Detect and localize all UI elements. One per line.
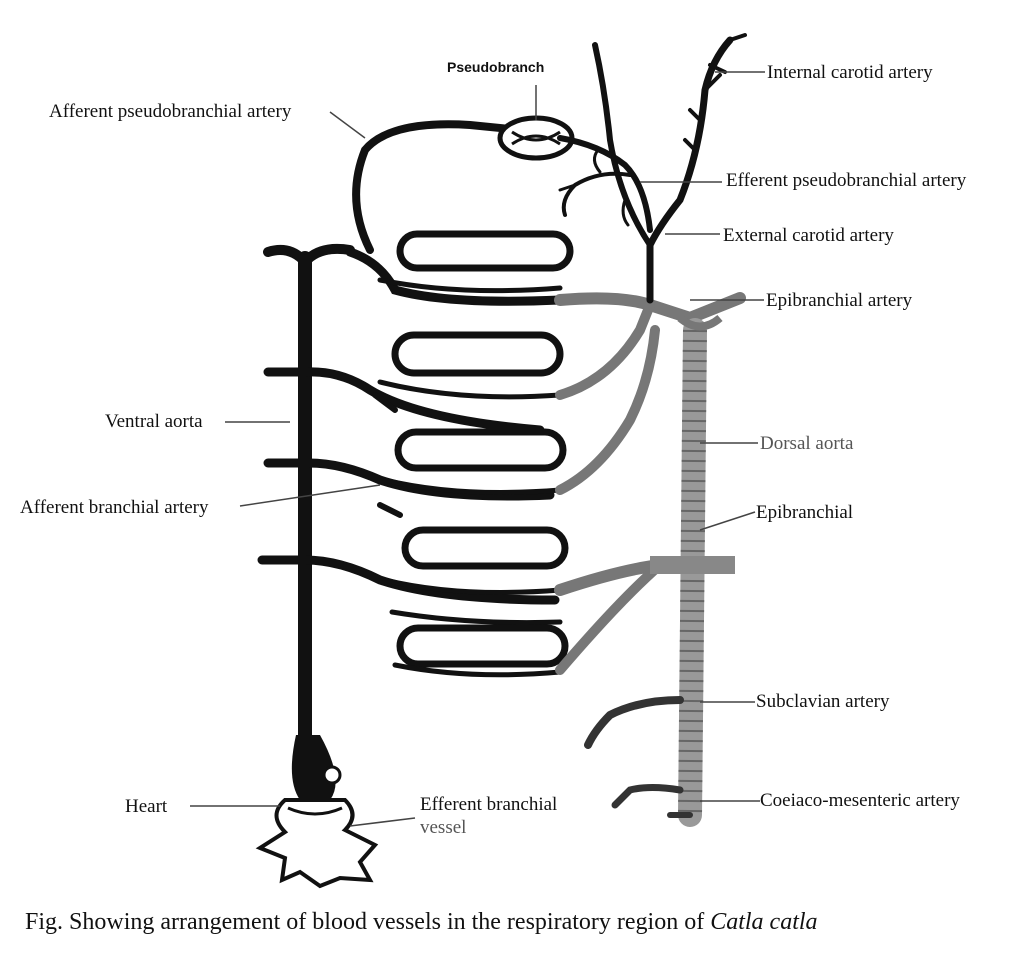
figure-caption: Fig. Showing arrangement of blood vessel… [25,910,818,934]
ventral-aorta-bulb [291,735,336,800]
dorsal-aorta [650,314,735,827]
leader-lines [190,71,765,827]
posterior-branches [584,696,693,818]
label-ventral-aorta: Ventral aorta [105,411,203,432]
heart-shape [255,765,379,889]
label-efferent-branchial-vessel-line2: vessel [420,817,467,838]
efferent-branchial-vessels [554,292,746,675]
label-pseudobranch: Pseudobranch [447,59,545,75]
carotid-arteries [557,33,747,304]
caption-prefix: Fig. Showing arrangement of blood vessel… [25,909,711,935]
afferent-pseudobranchial-loop [352,120,524,254]
label-dorsal-aorta: Dorsal aorta [760,433,854,454]
label-epibranchial-artery: Epibranchial artery [766,290,913,311]
label-subclavian-artery: Subclavian artery [756,691,890,712]
label-afferent-branchial-artery: Afferent branchial artery [20,497,209,518]
gill-arch-strokes [377,277,563,678]
label-heart: Heart [125,796,168,817]
label-coeiaco-mesenteric-artery: Coeiaco-mesenteric artery [760,790,960,811]
caption-species: Catla catla [710,909,818,935]
gill-lamellae [391,230,574,668]
label-epibranchial: Epibranchial [756,502,854,523]
label-efferent-branchial-vessel-line1: Efferent branchial [420,794,558,815]
label-external-carotid-artery: External carotid artery [723,225,894,246]
ventral-aorta-fork [263,243,355,270]
label-internal-carotid-artery: Internal carotid artery [767,62,933,83]
label-efferent-pseudobranchial-artery: Efferent pseudobranchial artery [726,170,967,191]
label-afferent-pseudobranchial-artery: Afferent pseudobranchial artery [49,101,292,122]
